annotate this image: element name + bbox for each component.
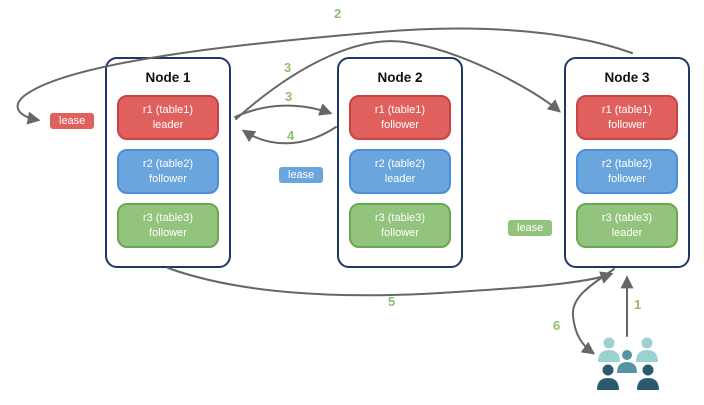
step-label-6: 6 [553,318,561,333]
node-3-replica-r1: r1 (table1) follower [576,95,678,140]
node-2-box: Node 2 r1 (table1) follower r2 (table2) … [337,57,463,268]
node-2-title: Node 2 [377,70,423,85]
node-2-replica-r2: r2 (table2) leader [349,149,451,194]
replica-name: r2 (table2) [374,157,426,170]
node-3-replica-r3: r3 (table3) leader [576,203,678,248]
replica-role: follower [381,118,419,131]
replica-name: r1 (table1) [142,103,194,116]
replica-role: follower [381,226,419,239]
replica-name: r2 (table2) [142,157,194,170]
replica-name: r2 (table2) [601,157,653,170]
users-group-icon [597,337,659,390]
replica-name: r3 (table3) [374,211,426,224]
node-1-replica-r2: r2 (table2) follower [117,149,219,194]
node-1-title: Node 1 [145,70,191,85]
replica-name: r3 (table3) [601,211,653,224]
arrow-step-5-forward [167,267,614,297]
step-label-5: 5 [388,294,396,309]
step-label-3a: 3 [284,60,292,75]
step-label-3b: 3 [285,89,293,104]
lease-badge-table1: lease [49,112,96,130]
replica-name: r1 (table1) [601,103,653,116]
node-2-replica-r3: r3 (table3) follower [349,203,451,248]
replica-name: r3 (table3) [142,211,194,224]
replica-role: leader [152,118,184,131]
node-2-replica-r1: r1 (table1) follower [349,95,451,140]
step-label-4: 4 [287,128,295,143]
replica-name: r1 (table1) [374,103,426,116]
replica-role: follower [608,118,646,131]
replica-role: follower [149,226,187,239]
node-1-replica-r3: r3 (table3) follower [117,203,219,248]
replica-role: leader [611,226,643,239]
lease-badge-table2: lease [278,166,325,184]
node-3-replica-r2: r2 (table2) follower [576,149,678,194]
step-label-1: 1 [634,297,642,312]
replica-role: leader [384,172,416,185]
node-3-title: Node 3 [604,70,650,85]
node-1-box: Node 1 r1 (table1) leader r2 (table2) fo… [105,57,231,268]
step-label-2: 2 [334,6,342,21]
arrow-step-3-replicate-to-node2 [234,103,333,118]
lease-badge-table3: lease [507,219,554,237]
node-1-replica-r1: r1 (table1) leader [117,95,219,140]
replica-role: follower [149,172,187,185]
replica-role: follower [608,172,646,185]
node-3-box: Node 3 r1 (table1) follower r2 (table2) … [564,57,690,268]
